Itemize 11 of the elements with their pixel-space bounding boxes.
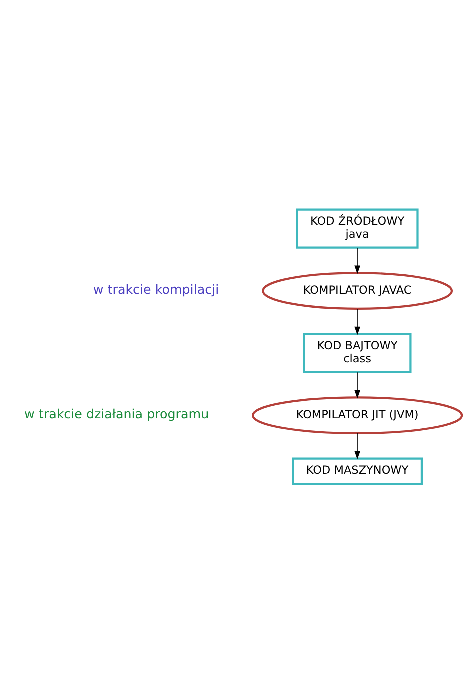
arrow xyxy=(354,432,361,460)
node-ellipse: KOMPILATOR JAVAC xyxy=(262,272,454,310)
node-box: KOD BAJTOWY class xyxy=(303,332,412,373)
label: w trakcie działania programu xyxy=(24,406,210,422)
arrow xyxy=(354,247,361,274)
label: w trakcie kompilacji xyxy=(93,282,220,297)
node-ellipse: KOMPILATOR JIT (JVM) xyxy=(252,396,464,434)
node-box: KOD ŹRÓDŁOWY java xyxy=(296,208,419,248)
arrow xyxy=(354,372,361,398)
arrow xyxy=(354,308,361,335)
node-box: KOD MASZYNOWY xyxy=(292,457,424,485)
